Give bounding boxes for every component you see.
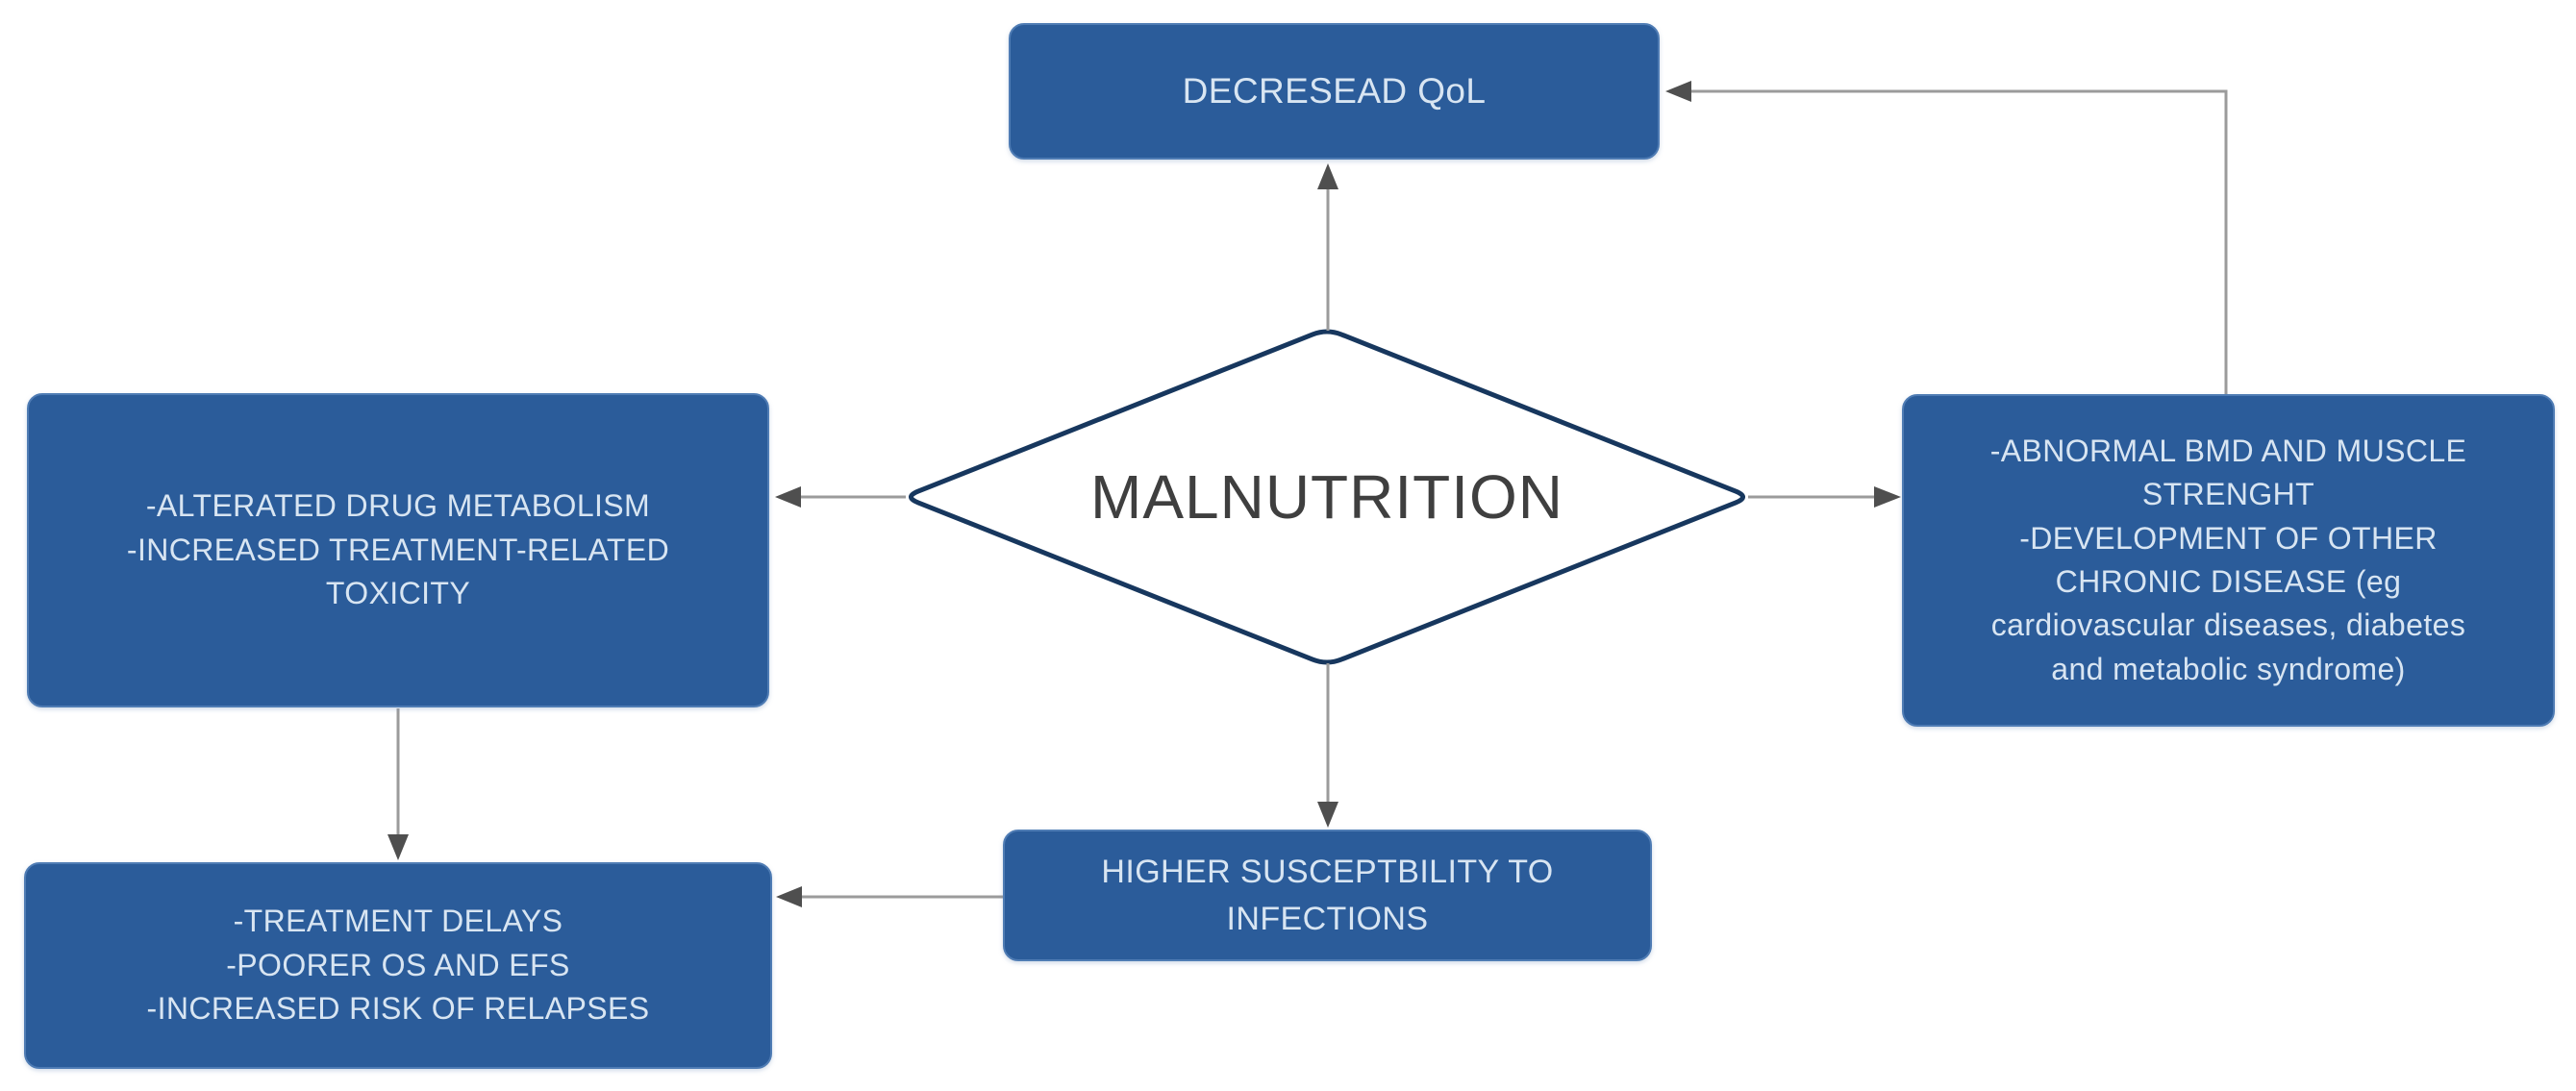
arrow-bmd-muscle-to-decreased-qol xyxy=(1665,81,2228,394)
malnutrition-diamond-shape xyxy=(909,329,1745,665)
node-infections-label: HIGHER SUSCEPTBILITY TO INFECTIONS xyxy=(1101,854,1554,937)
arrow-malnutrition-to-bmd-muscle xyxy=(1748,486,1901,508)
node-treatment-delays: -TREATMENT DELAYS -POORER OS AND EFS -IN… xyxy=(24,862,772,1069)
arrow-infections-to-treatment-delays xyxy=(776,886,1003,907)
node-decreased-qol: DECRESEAD QoL xyxy=(1009,23,1660,160)
node-bmd-muscle-label: -ABNORMAL BMD AND MUSCLE STRENGHT -DEVEL… xyxy=(1989,433,2467,686)
node-decreased-qol-label: DECRESEAD QoL xyxy=(1182,70,1487,111)
node-infections: HIGHER SUSCEPTBILITY TO INFECTIONS xyxy=(1003,830,1652,961)
arrow-malnutrition-to-drug-metabolism xyxy=(775,486,906,508)
arrow-malnutrition-to-decreased-qol xyxy=(1317,163,1338,331)
arrow-malnutrition-to-infections xyxy=(1317,663,1338,828)
node-malnutrition: MALNUTRITION xyxy=(1090,462,1563,532)
node-treatment-delays-label: -TREATMENT DELAYS -POORER OS AND EFS -IN… xyxy=(146,904,650,1027)
arrow-drug-metabolism-to-treatment-delays xyxy=(388,708,409,860)
node-bmd-muscle: -ABNORMAL BMD AND MUSCLE STRENGHT -DEVEL… xyxy=(1902,394,2555,727)
node-drug-metabolism: -ALTERATED DRUG METABOLISM -INCREASED TR… xyxy=(27,393,769,707)
node-drug-metabolism-label: -ALTERATED DRUG METABOLISM -INCREASED TR… xyxy=(126,488,670,611)
